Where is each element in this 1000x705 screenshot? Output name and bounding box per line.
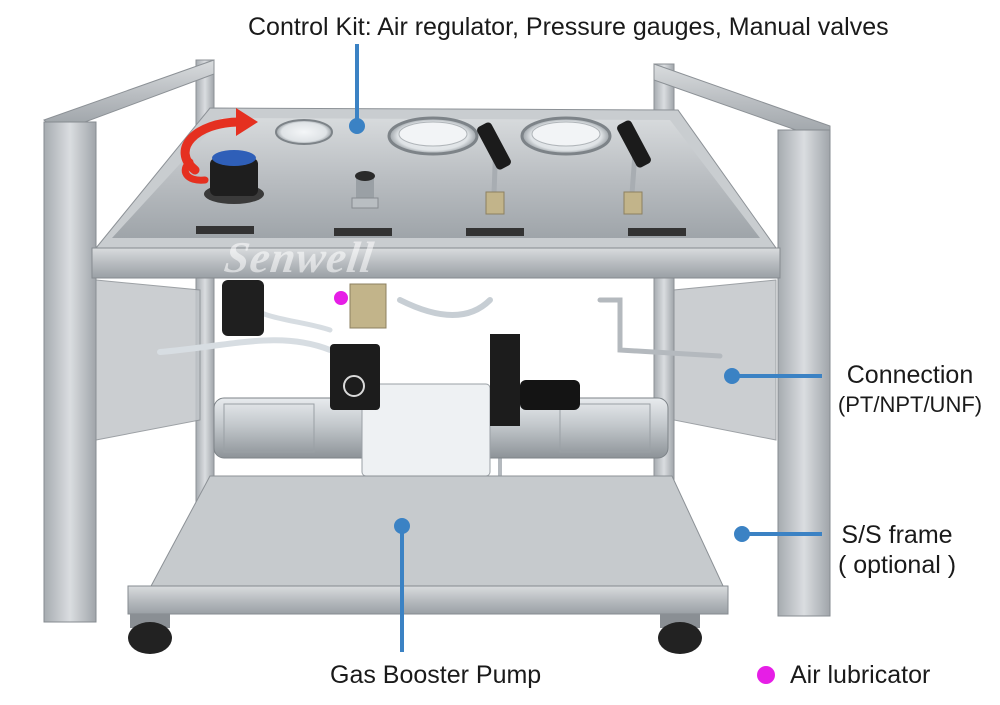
callout-dot-pump bbox=[394, 518, 410, 534]
callout-connection-line1: Connection bbox=[846, 361, 974, 389]
push-valve bbox=[351, 171, 379, 209]
callout-dot-connection bbox=[724, 368, 740, 384]
side-panel-left bbox=[95, 279, 201, 441]
frame-post-front-left bbox=[43, 121, 97, 623]
callout-frame-line2: ( optional ) bbox=[837, 551, 957, 579]
lubricator-marker-dot bbox=[334, 291, 348, 305]
callout-gas-booster-pump: Gas Booster Pump bbox=[330, 661, 542, 689]
callout-frame-line1: S/S frame bbox=[841, 521, 953, 549]
callout-dot-control-kit bbox=[349, 118, 365, 134]
pressure-gauge-small bbox=[275, 119, 333, 145]
legend-air-lubricator: Air lubricator bbox=[790, 661, 931, 689]
pressure-gauge-right bbox=[520, 116, 612, 156]
caster-left bbox=[128, 614, 172, 654]
air-regulator-knob bbox=[204, 150, 264, 204]
side-panel-right bbox=[673, 279, 777, 441]
rotate-arrow-icon bbox=[180, 108, 258, 184]
panel-labels bbox=[196, 226, 686, 236]
caster-right bbox=[658, 614, 702, 654]
manual-valve-left bbox=[477, 122, 511, 215]
callout-frame: S/S frame ( optional ) bbox=[822, 520, 972, 580]
callout-connection-line2: (PT/NPT/UNF) bbox=[837, 392, 983, 417]
air-lubricator-valve bbox=[349, 283, 387, 329]
callout-dot-frame bbox=[734, 526, 750, 542]
brand-watermark: Senwell bbox=[221, 233, 378, 282]
callout-control-kit: Control Kit: Air regulator, Pressure gau… bbox=[248, 13, 889, 41]
callout-connection: Connection (PT/NPT/UNF) bbox=[826, 360, 994, 420]
callout-lines bbox=[349, 44, 822, 652]
manual-valve-right bbox=[617, 120, 651, 215]
legend-lubricator-dot bbox=[757, 666, 775, 684]
pressure-gauge-left bbox=[387, 116, 479, 156]
air-lubricator-body bbox=[222, 280, 264, 336]
bottom-tray bbox=[127, 475, 729, 615]
